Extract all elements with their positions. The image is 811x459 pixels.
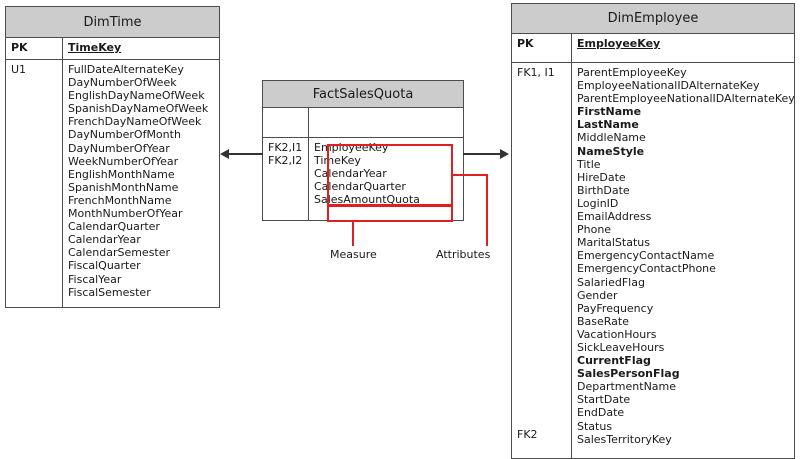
field-row: SalariedFlag xyxy=(577,275,645,289)
entity-dimemployee-field-list: ParentEmployeeKey EmployeeNationalIDAlte… xyxy=(572,63,795,458)
field-row: CalendarQuarter xyxy=(314,180,406,194)
field-row: StartDate xyxy=(577,393,631,407)
field-row: MiddleName xyxy=(577,131,646,145)
pk-field-timekey: TimeKey xyxy=(68,41,122,54)
annotation-leader-attributes-vertical xyxy=(486,174,488,246)
field-row: ParentEmployeeKey xyxy=(577,66,687,79)
field-row: CalendarSemester xyxy=(68,246,171,260)
entity-dimemployee-fields-section: FK1, I1 FK2 ParentEmployeeKey EmployeeNa… xyxy=(512,63,795,458)
field-row: FiscalQuarter xyxy=(68,259,141,273)
entity-dimemployee-pk-section: PK EmployeeKey xyxy=(512,34,794,63)
field-row: NameStyle xyxy=(577,144,645,158)
field-row: LoginID xyxy=(577,196,619,210)
pk-label: PK xyxy=(11,41,28,54)
field-row: PayFrequency xyxy=(577,301,654,315)
pk-field-employeekey: EmployeeKey xyxy=(577,37,661,50)
field-row: BaseRate xyxy=(577,314,630,328)
field-row: SpanishMonthName xyxy=(68,180,179,194)
entity-factsalesquota-field-list: EmployeeKey TimeKey CalendarYear Calenda… xyxy=(309,138,463,220)
field-row: EmailAddress xyxy=(577,210,652,224)
field-row: CalendarQuarter xyxy=(68,220,160,234)
pk-label: PK xyxy=(517,37,534,50)
field-row: Status xyxy=(577,419,613,433)
field-row: SickLeaveHours xyxy=(577,340,665,354)
field-row: DayNumberOfMonth xyxy=(68,128,181,142)
field-row: DayNumberOfYear xyxy=(68,141,170,155)
field-row: VacationHours xyxy=(577,327,657,341)
field-row: FiscalYear xyxy=(68,272,122,286)
key-line-fk2i1: FK2,I1 xyxy=(268,141,303,154)
field-row: EmployeeNationalIDAlternateKey xyxy=(577,79,760,93)
relationship-line-fact-to-dimtime xyxy=(228,153,263,155)
field-row: CalendarYear xyxy=(314,167,387,181)
relationship-arrow-dimtime xyxy=(220,149,229,159)
entity-dimtime-fields-section: U1 FullDateAlternateKey DayNumberOfWeek … xyxy=(6,60,219,307)
field-row: SalesTerritoryKey xyxy=(577,432,672,446)
field-row: ParentEmployeeNationalIDAlternateKey xyxy=(577,92,795,106)
field-row: TimeKey xyxy=(314,154,361,168)
entity-dimemployee-title: DimEmployee xyxy=(512,4,794,34)
field-row: EnglishDayNameOfWeek xyxy=(68,89,205,103)
annotation-leader-measure-vertical xyxy=(352,222,354,246)
field-row: CalendarYear xyxy=(68,233,141,247)
field-row: FrenchDayNameOfWeek xyxy=(68,115,202,129)
field-row: Gender xyxy=(577,288,618,302)
field-row: EnglishMonthName xyxy=(68,167,175,181)
field-row: MaritalStatus xyxy=(577,236,650,250)
field-row: FirstName xyxy=(577,105,642,119)
key-line-fk2: FK2 xyxy=(517,428,538,441)
field-row: BirthDate xyxy=(577,183,630,197)
entity-dimemployee[interactable]: DimEmployee PK EmployeeKey FK1, I1 FK2 P… xyxy=(511,3,795,459)
field-row: EmployeeKey xyxy=(314,141,389,154)
field-row: CurrentFlag xyxy=(577,354,651,368)
field-row: FrenchMonthName xyxy=(68,193,172,207)
relationship-line-fact-to-dimemployee xyxy=(463,153,501,155)
entity-dimtime[interactable]: DimTime PK TimeKey U1 FullDateAlternateK… xyxy=(5,6,220,308)
annotation-label-measure: Measure xyxy=(330,248,377,261)
key-line-fk1i1: FK1, I1 xyxy=(517,66,555,79)
entity-dimtime-field-list: FullDateAlternateKey DayNumberOfWeek Eng… xyxy=(63,60,219,307)
field-row: Phone xyxy=(577,223,612,237)
key-line-u1: U1 xyxy=(11,63,27,76)
field-row: EndDate xyxy=(577,406,625,420)
field-row: DayNumberOfWeek xyxy=(68,76,177,90)
field-row: EmergencyContactPhone xyxy=(577,262,716,276)
field-row: LastName xyxy=(577,118,639,132)
field-row: FullDateAlternateKey xyxy=(68,63,184,76)
entity-factsalesquota-title: FactSalesQuota xyxy=(263,81,463,108)
key-line-fk2i2: FK2,I2 xyxy=(268,154,303,168)
field-row: EmergencyContactName xyxy=(577,249,715,263)
field-row: WeekNumberOfYear xyxy=(68,154,179,168)
field-row: Title xyxy=(577,157,601,171)
annotation-leader-attributes-horizontal xyxy=(453,174,488,176)
entity-factsalesquota-fields-section: FK2,I1 FK2,I2 EmployeeKey TimeKey Calend… xyxy=(263,138,463,220)
field-row: DepartmentName xyxy=(577,380,677,394)
relationship-arrow-dimemployee xyxy=(500,149,509,159)
field-row: HireDate xyxy=(577,170,626,184)
entity-factsalesquota[interactable]: FactSalesQuota FK2,I1 FK2,I2 EmployeeKey… xyxy=(262,80,464,221)
field-row: SalesPersonFlag xyxy=(577,367,680,381)
field-row: SalesAmountQuota xyxy=(314,193,420,207)
entity-dimtime-pk-section: PK TimeKey xyxy=(6,38,219,60)
entity-dimtime-title: DimTime xyxy=(6,7,219,38)
field-row: FiscalSemester xyxy=(68,285,151,299)
field-row: MonthNumberOfYear xyxy=(68,207,183,221)
entity-factsalesquota-pk-section xyxy=(263,108,463,138)
annotation-label-attributes: Attributes xyxy=(436,248,491,261)
field-row: SpanishDayNameOfWeek xyxy=(68,102,209,116)
